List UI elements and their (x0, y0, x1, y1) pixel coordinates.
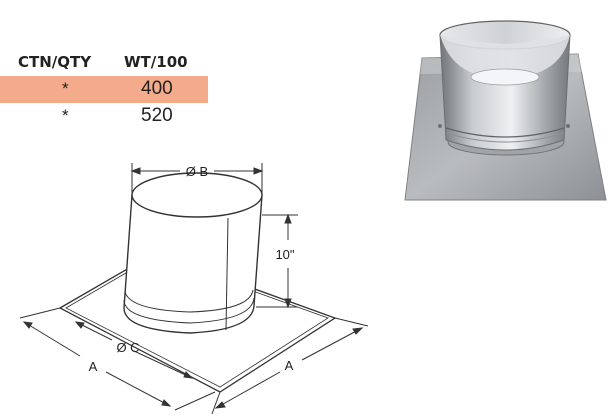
row-carton-qty: * (62, 79, 69, 98)
spec-table: CTN/QTY WT/100 * 400 * 520 (0, 48, 210, 130)
row-carton-qty: * (62, 106, 69, 125)
spec-row: * 520 (0, 103, 210, 130)
dim-diameter-b (130, 163, 264, 195)
row-weight: 400 (141, 78, 173, 99)
product-photo (404, 20, 607, 201)
diameter-c-label: Ø C (116, 340, 139, 355)
dim-side-a-right (211, 317, 369, 415)
header-weight: WT/100 (124, 53, 188, 71)
dimension-drawing: Ø B 10" Ø C A A (19, 163, 369, 415)
dim-diameter-c (74, 321, 194, 379)
dim-side-a-left (19, 307, 216, 411)
side-a-left-label: A (89, 359, 98, 374)
spec-row-highlighted: * 400 (0, 76, 208, 103)
side-a-right-label: A (285, 358, 294, 373)
pipe-outline (123, 172, 263, 334)
diameter-b-label: Ø B (186, 164, 208, 179)
row-weight: 520 (141, 105, 173, 126)
spec-table-header: CTN/QTY WT/100 (0, 48, 210, 76)
dim-height (256, 213, 298, 309)
height-label: 10" (275, 247, 294, 262)
header-carton-qty: CTN/QTY (18, 53, 92, 71)
